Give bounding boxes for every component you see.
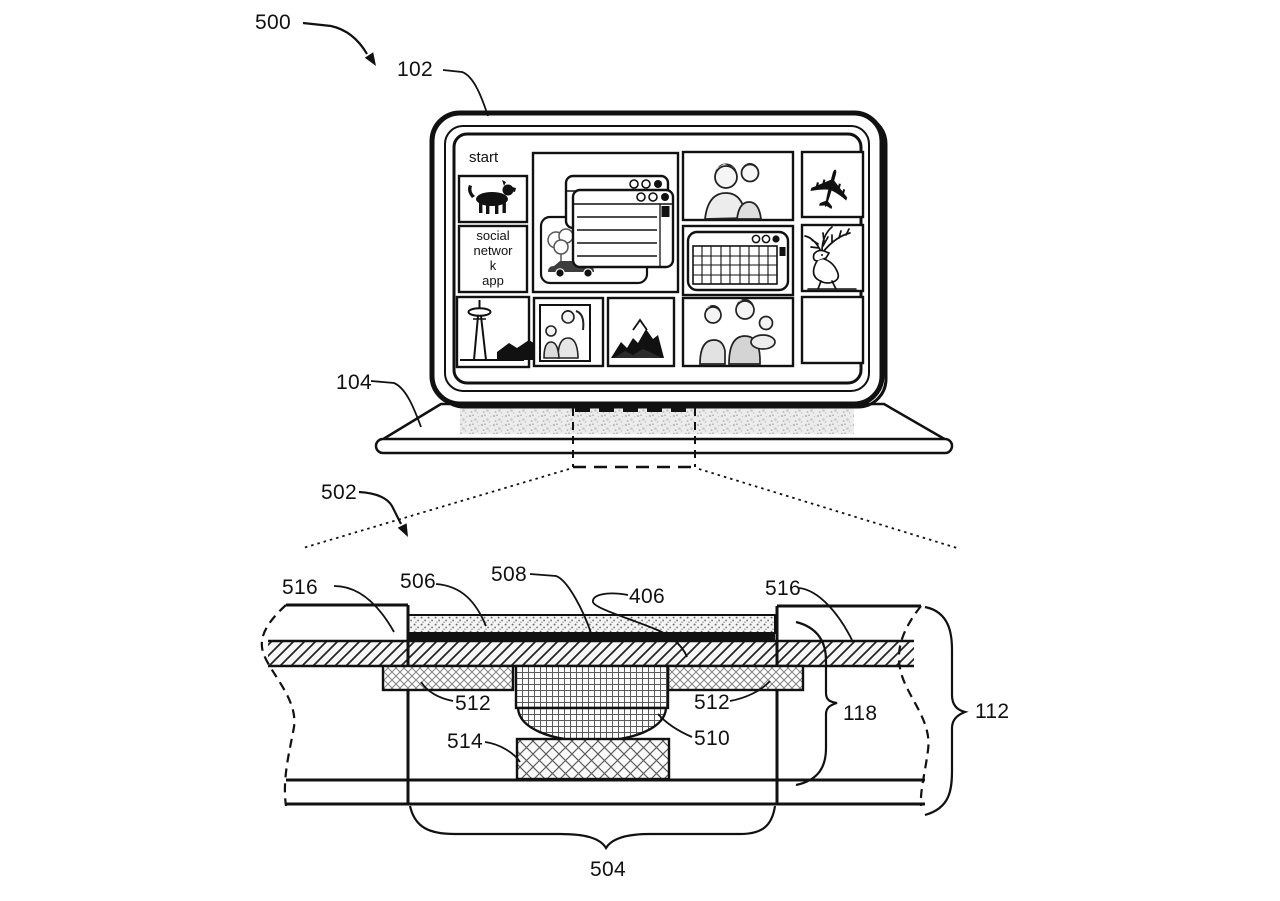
support-block-514 <box>515 737 671 781</box>
leader-406 <box>592 592 688 658</box>
mountain-trees-icon <box>611 318 664 358</box>
spacer-left-512 <box>381 664 515 692</box>
ref-label-512-right: 512 <box>694 691 730 714</box>
stipple-layer-506 <box>407 614 776 634</box>
leader-102 <box>442 69 489 117</box>
ref-label-500: 500 <box>255 11 291 34</box>
social-network-app-tile <box>457 224 529 294</box>
leader-516-right <box>798 587 853 641</box>
break-line-left <box>260 604 296 807</box>
ref-label-112: 112 <box>975 700 1010 723</box>
ref-label-104: 104 <box>336 371 372 394</box>
ref-label-508: 508 <box>491 563 527 586</box>
airplane-tile <box>800 150 865 219</box>
calendar-grid-icon <box>692 245 778 285</box>
empty-tile <box>800 295 865 365</box>
window-control-circles-icon <box>751 234 780 244</box>
dome-510 <box>514 664 670 743</box>
ref-label-504: 504 <box>590 858 626 881</box>
window-control-circles-icon <box>636 192 669 202</box>
space-needle-icon <box>460 300 535 361</box>
leader-lines <box>302 21 853 763</box>
social-network-app-label: social networ k app <box>459 228 527 288</box>
app-window-front <box>571 188 675 269</box>
leader-506 <box>435 583 487 627</box>
frame-right-516 <box>775 604 921 804</box>
ref-label-502: 502 <box>321 481 357 504</box>
leader-500 <box>302 21 368 55</box>
laptop-base <box>374 402 954 455</box>
break-line-right <box>897 605 930 807</box>
frame-left-516 <box>286 603 410 804</box>
black-layer-508 <box>408 633 775 641</box>
scrollbar-thumb <box>661 206 670 217</box>
bottom-plate <box>286 778 925 806</box>
brace-504 <box>408 805 777 851</box>
start-label: start <box>469 149 499 166</box>
ref-label-512-left: 512 <box>455 692 491 715</box>
leader-516-left <box>333 585 395 633</box>
ref-label-102: 102 <box>397 58 433 81</box>
arrowhead-500 <box>364 52 376 66</box>
ref-label-406: 406 <box>629 585 665 608</box>
brace-118 <box>795 620 838 787</box>
leader-502 <box>358 490 402 525</box>
ref-label-506: 506 <box>400 570 436 593</box>
arrowhead-502 <box>397 523 408 537</box>
social-line-1: social <box>476 228 510 243</box>
social-line-2: networ <box>473 243 513 258</box>
leader-508 <box>529 573 592 634</box>
window-control-circles-icon <box>629 179 662 189</box>
dog-icon <box>468 180 516 214</box>
social-line-3: k <box>489 258 497 273</box>
leader-514 <box>484 741 521 763</box>
detail-projection-lines <box>302 408 958 549</box>
ref-label-118: 118 <box>843 702 878 725</box>
cross-section-figure <box>260 603 969 851</box>
family-group-photo <box>699 299 776 365</box>
ref-label-516-left: 516 <box>282 576 318 599</box>
laptop-figure: ✈ <box>374 110 954 455</box>
tree-icon <box>547 228 574 268</box>
brace-112 <box>924 605 969 817</box>
ref-label-514: 514 <box>447 730 483 753</box>
car-icon <box>548 261 594 278</box>
ref-label-516-right: 516 <box>765 577 801 600</box>
social-line-4: app <box>482 273 504 288</box>
hiking-photo <box>539 304 591 362</box>
scrollbar-thumb <box>779 247 786 256</box>
leader-510 <box>657 713 693 738</box>
calendar-window <box>686 230 790 292</box>
family-photo <box>703 162 763 220</box>
spacer-right-512 <box>666 664 805 692</box>
leader-512-right <box>729 680 771 702</box>
ref-label-510: 510 <box>694 727 730 750</box>
leader-512-left <box>420 681 454 702</box>
leader-104 <box>370 380 422 428</box>
hatched-layer-406 <box>268 641 914 666</box>
deer-icon <box>804 226 857 290</box>
